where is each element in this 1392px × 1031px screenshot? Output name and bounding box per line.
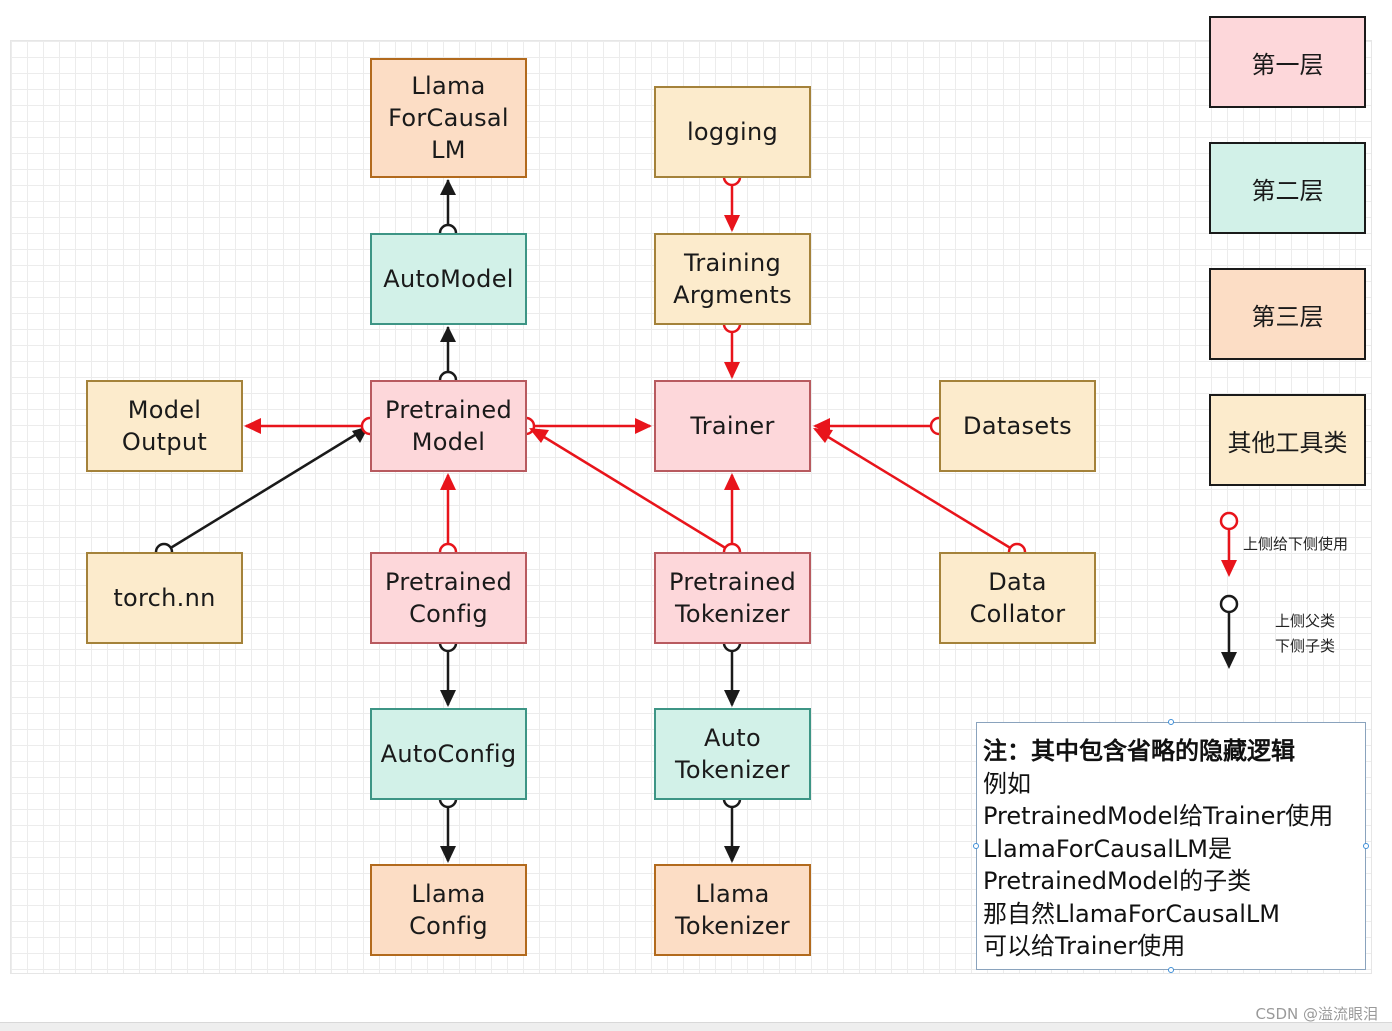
edge-automodel-to-llamaforcausallm bbox=[438, 179, 458, 243]
edge-pretrainedconfig-to-pretrainedmodel bbox=[438, 473, 458, 562]
bottom-bar bbox=[0, 1022, 1392, 1031]
note-line: PretrainedModel给Trainer使用 bbox=[983, 802, 1334, 830]
node-pretrained-model: Pretrained Model bbox=[370, 380, 527, 472]
edge-autotokenizer-to-llamatokenizer bbox=[722, 789, 742, 863]
legend-tools: 其他工具类 bbox=[1209, 394, 1366, 486]
note-line: 那自然LlamaForCausalLM bbox=[983, 899, 1280, 928]
note-line: LlamaForCausalLM是 bbox=[983, 834, 1232, 863]
note-line: 可以给Trainer使用 bbox=[983, 932, 1186, 960]
edge-datasets-to-trainer bbox=[813, 416, 949, 436]
edge-pretrainedconfig-to-autoconfig bbox=[438, 633, 458, 707]
note-resize-handle-bottom[interactable] bbox=[1168, 967, 1174, 973]
node-pretrained-tokenizer: Pretrained Tokenizer bbox=[654, 552, 811, 644]
legend-black-arrow-label-1: 上侧父类 bbox=[1275, 612, 1336, 630]
edge-autoconfig-to-llamaconfig bbox=[438, 789, 458, 863]
node-data-collator: Data Collator bbox=[939, 552, 1096, 644]
note-line: PretrainedModel的子类 bbox=[983, 867, 1252, 895]
node-logging: logging bbox=[654, 86, 811, 178]
legend-layer1: 第一层 bbox=[1209, 16, 1366, 108]
node-llama-tokenizer: Llama Tokenizer bbox=[654, 864, 811, 956]
note-box[interactable]: 注：其中包含省略的隐藏逻辑 例如 PretrainedModel给Trainer… bbox=[976, 722, 1366, 970]
note-resize-handle-left[interactable] bbox=[973, 843, 979, 849]
node-training-args: Training Argments bbox=[654, 233, 811, 325]
note-resize-handle-top[interactable] bbox=[1168, 719, 1174, 725]
node-llama-for-causal-lm: Llama ForCausal LM bbox=[370, 58, 527, 178]
node-auto-config: AutoConfig bbox=[370, 708, 527, 800]
node-auto-tokenizer: Auto Tokenizer bbox=[654, 708, 811, 800]
node-datasets: Datasets bbox=[939, 380, 1096, 472]
edge-trainingargs-to-trainer bbox=[722, 314, 742, 379]
edge-logging-to-trainingargs bbox=[722, 167, 742, 232]
node-trainer: Trainer bbox=[654, 380, 811, 472]
legend-layer2: 第二层 bbox=[1209, 142, 1366, 234]
edge-pretrainedtokenizer-to-autotokenizer bbox=[722, 633, 742, 707]
node-torch-nn: torch.nn bbox=[86, 552, 243, 644]
note-line: 例如 bbox=[983, 769, 1031, 798]
edge-pretrainedmodel-to-automodel bbox=[438, 326, 458, 390]
legend-black-arrow-label-2: 下侧子类 bbox=[1275, 637, 1336, 655]
legend-layer3: 第三层 bbox=[1209, 268, 1366, 360]
legend-black-arrow bbox=[1219, 594, 1239, 669]
note-resize-handle-right[interactable] bbox=[1363, 843, 1369, 849]
node-model-output: Model Output bbox=[86, 380, 243, 472]
grid-background bbox=[10, 40, 1372, 974]
node-pretrained-config: Pretrained Config bbox=[370, 552, 527, 644]
legend-red-arrow bbox=[1219, 511, 1239, 577]
node-auto-model: AutoModel bbox=[370, 233, 527, 325]
watermark: CSDN @溢流眼泪 bbox=[1255, 1005, 1378, 1023]
legend-red-arrow-label: 上侧给下侧使用 bbox=[1243, 535, 1349, 553]
edge-pretrainedtokenizer-to-trainer bbox=[724, 473, 740, 544]
note-title: 注：其中包含省略的隐藏逻辑 bbox=[983, 737, 1295, 765]
node-llama-config: Llama Config bbox=[370, 864, 527, 956]
